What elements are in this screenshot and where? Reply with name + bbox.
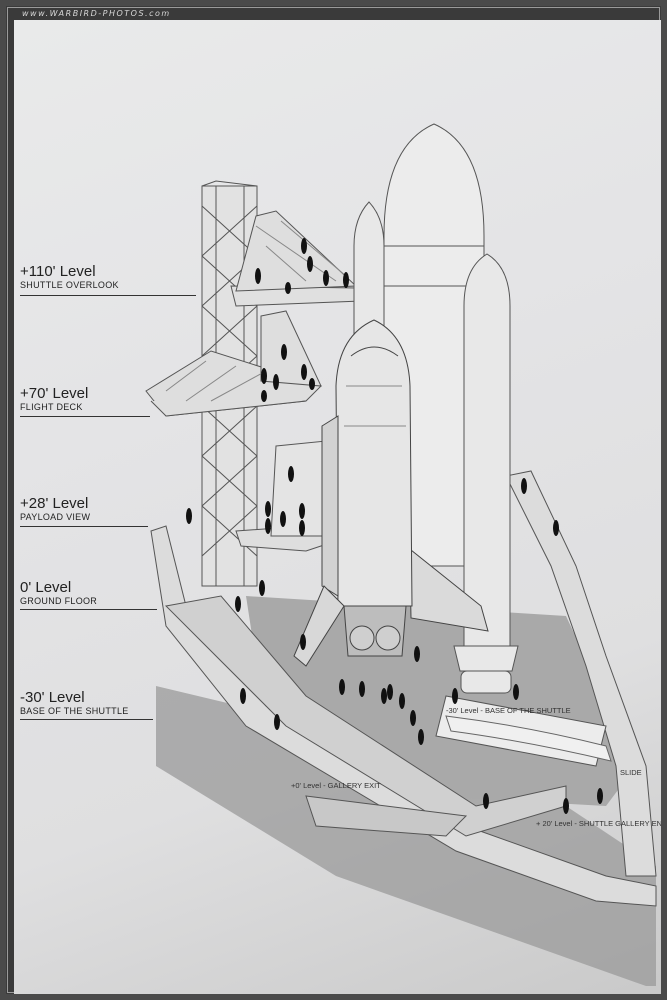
level-label-110: +110' Level SHUTTLE OVERLOOK [20, 264, 119, 290]
payload-platform [235, 440, 338, 552]
level-name: PAYLOAD VIEW [20, 512, 91, 522]
annotation-base-of-shuttle: -30' Level - BASE OF THE SHUTTLE [446, 706, 571, 715]
leader-line [20, 416, 150, 417]
leader-line [20, 609, 157, 610]
floor-shadow [156, 686, 656, 986]
level-height: +70' Level [20, 385, 89, 402]
level-height: 0' Level [20, 579, 72, 596]
level-height: +110' Level [20, 263, 96, 280]
leader-line [20, 295, 196, 296]
solid-rocket-booster-right [453, 253, 519, 694]
level-name: BASE OF THE SHUTTLE [20, 706, 129, 716]
level-label-minus-30: -30' Level BASE OF THE SHUTTLE [20, 690, 129, 716]
level-label-70: +70' Level FLIGHT DECK [20, 386, 88, 412]
level-label-28: +28' Level PAYLOAD VIEW [20, 496, 90, 522]
slide [445, 715, 612, 762]
watermark: www.WARBIRD-PHOTOS.com [22, 9, 171, 18]
level-height: -30' Level [20, 689, 85, 706]
leader-line [20, 526, 148, 527]
leader-line [20, 719, 153, 720]
level-name: SHUTTLE OVERLOOK [20, 280, 119, 290]
annotation-slide: SLIDE [620, 768, 642, 777]
level-label-0: 0' Level GROUND FLOOR [20, 580, 97, 606]
level-name: GROUND FLOOR [20, 596, 98, 606]
annotation-gallery-entry: + 20' Level - SHUTTLE GALLERY ENTRY [536, 819, 667, 828]
level-height: +28' Level [20, 495, 89, 512]
level-name: FLIGHT DECK [20, 402, 83, 412]
annotation-gallery-exit: +0' Level - GALLERY EXIT [291, 781, 381, 790]
space-shuttle-orbiter [293, 319, 489, 667]
shuttle-exhibit-diagram [145, 123, 657, 986]
visitor-silhouettes [186, 238, 603, 814]
